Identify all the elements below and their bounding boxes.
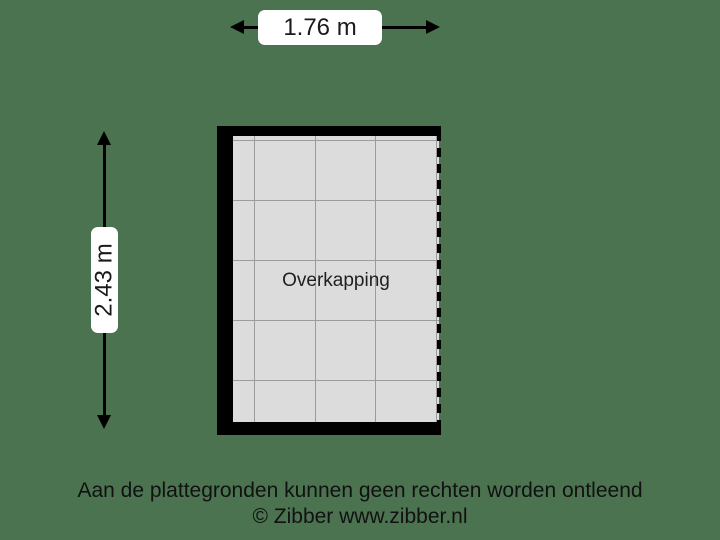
footer-copyright: © Zibber www.zibber.nl — [252, 505, 468, 528]
height-arrow-up-icon — [97, 131, 111, 145]
tile-grid-line-h — [233, 140, 439, 141]
tile-grid-line-h — [233, 260, 439, 261]
footer: Aan de plattegronden kunnen geen rechten… — [0, 478, 720, 530]
tile-grid-line-v — [315, 136, 316, 422]
tile-grid-line-v — [375, 136, 376, 422]
open-side-dashed-edge — [437, 132, 441, 431]
width-arrow-right-icon — [426, 20, 440, 34]
height-dimension-label: 2.43 m — [91, 227, 118, 333]
tile-grid-line-v — [254, 136, 255, 422]
wall-left — [217, 126, 233, 435]
wall-top — [217, 126, 441, 136]
tile-grid-line-h — [233, 380, 439, 381]
tile-grid-line-h — [233, 320, 439, 321]
tile-grid-line-h — [233, 200, 439, 201]
wall-bottom — [217, 422, 441, 435]
footer-disclaimer: Aan de plattegronden kunnen geen rechten… — [77, 479, 643, 502]
height-arrow-down-icon — [97, 415, 111, 429]
room-label-overkapping: Overkapping — [282, 270, 390, 291]
height-dimension-label-text: 2.43 m — [90, 243, 118, 317]
room-overkapping: Overkapping — [233, 136, 439, 422]
width-arrow-left-icon — [230, 20, 244, 34]
width-dimension-label: 1.76 m — [258, 10, 382, 45]
tile-grid-line-v — [436, 136, 437, 422]
room-outline: Overkapping — [217, 126, 441, 435]
